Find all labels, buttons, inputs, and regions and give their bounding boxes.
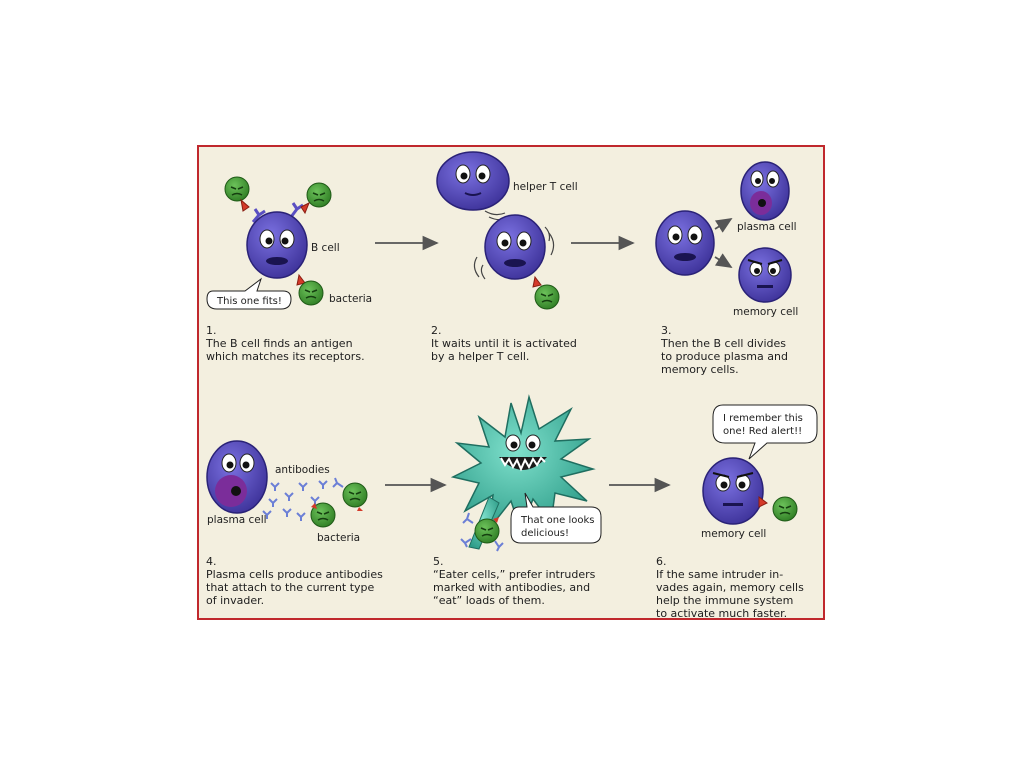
step-2-line-2: by a helper T cell. [431, 350, 530, 363]
step-1-number: 1. [206, 324, 217, 337]
bacteria-top-left [224, 176, 250, 212]
step-3-number: 3. [661, 324, 672, 337]
step-4: 4. Plasma cells produce antibodies that … [206, 555, 383, 607]
bubble-delicious-line-1: That one looks [520, 515, 594, 526]
immune-response-illustration: This one fits! B cell bacteria helper T … [206, 151, 818, 552]
speech-bubble-remember [712, 404, 818, 460]
bubble-remember-line-2: one! Red alert!! [723, 426, 802, 437]
step-4-line-2: that attach to the current type [206, 581, 375, 594]
label-bacteria-2: bacteria [317, 532, 360, 544]
activated-b-cell [484, 214, 546, 280]
bubble-delicious-line-2: delicious! [521, 528, 569, 539]
helper-t-cell [436, 151, 510, 211]
label-helper-t-cell: helper T cell [513, 181, 578, 193]
step-5-number: 5. [433, 555, 444, 568]
label-bacteria-1: bacteria [329, 293, 372, 305]
bacteria-panel-6 [758, 496, 798, 522]
receptor-right [289, 202, 304, 218]
plasma-cell-bottom [206, 440, 268, 514]
memory-cell-top [738, 247, 792, 303]
bubble-fits-text: This one fits! [216, 296, 282, 307]
step-3: 3. Then the B cell divides to produce pl… [661, 324, 788, 376]
bacteria-top-right [300, 182, 332, 215]
receptor-left [251, 208, 266, 223]
label-b-cell: B cell [311, 242, 340, 254]
step-6-line-3: help the immune system [656, 594, 794, 607]
step-6-line-4: to activate much faster. [656, 607, 788, 620]
speech-bubble-fits [206, 277, 292, 310]
step-4-number: 4. [206, 555, 217, 568]
arrow-to-plasma [714, 218, 733, 233]
step-2-number: 2. [431, 324, 442, 337]
step-3-line-1: Then the B cell divides [661, 337, 787, 350]
b-cell [246, 211, 308, 279]
step-5: 5. “Eater cells,” prefer intruders marke… [433, 555, 595, 607]
step-4-line-1: Plasma cells produce antibodies [206, 568, 383, 581]
step-6-line-2: vades again, memory cells [656, 581, 804, 594]
step-6-line-1: If the same intruder in- [656, 568, 784, 581]
bacteria-panel-2 [532, 275, 560, 310]
step-5-line-1: “Eater cells,” prefer intruders [433, 568, 596, 581]
step-1-line-1: The B cell finds an antigen [206, 337, 353, 350]
label-memory-cell-bottom: memory cell [701, 528, 766, 540]
plasma-cell-top [740, 161, 790, 221]
step-3-line-3: memory cells. [661, 363, 739, 376]
diagram-frame: This one fits! B cell bacteria helper T … [197, 145, 825, 620]
bacteria-panel-4-left [310, 502, 336, 528]
label-antibodies: antibodies [275, 464, 330, 476]
step-5-line-3: “eat” loads of them. [433, 594, 545, 607]
bacteria-attached [296, 273, 324, 306]
label-plasma-cell-top: plasma cell [737, 221, 797, 233]
step-6: 6. If the same intruder in- vades again,… [656, 555, 804, 620]
speech-bubble-delicious [510, 492, 602, 544]
step-3-line-2: to produce plasma and [661, 350, 788, 363]
motion-lines-left [473, 256, 486, 280]
bacteria-panel-5 [460, 512, 504, 552]
bacteria-panel-4-right [332, 477, 368, 511]
antibodies-cloud [262, 480, 328, 521]
dividing-b-cell [655, 210, 715, 276]
label-plasma-cell-bottom: plasma cell [207, 514, 267, 526]
step-4-line-3: of invader. [206, 594, 265, 607]
step-5-line-2: marked with antibodies, and [433, 581, 591, 594]
bubble-remember-line-1: I remember this [723, 413, 803, 424]
motion-lines-right [544, 226, 555, 256]
step-1-line-2: which matches its receptors. [206, 350, 365, 363]
memory-cell-bottom [702, 457, 764, 525]
step-1: 1. The B cell finds an antigen which mat… [206, 324, 365, 363]
step-2: 2. It waits until it is activated by a h… [431, 324, 577, 363]
step-2-line-1: It waits until it is activated [431, 337, 577, 350]
arrow-to-memory [714, 253, 733, 268]
step-6-number: 6. [656, 555, 667, 568]
label-memory-cell-top: memory cell [733, 306, 798, 318]
